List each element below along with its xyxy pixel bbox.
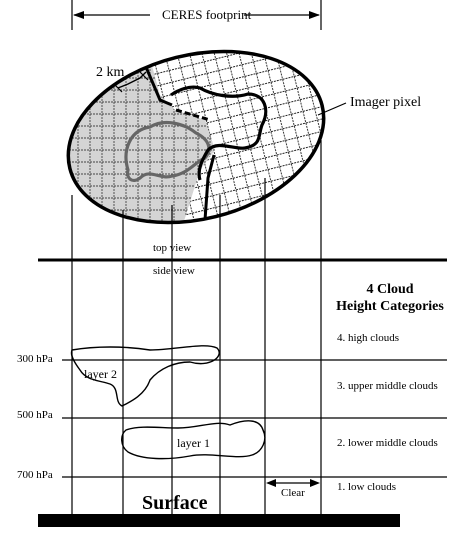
surface-label: Surface <box>142 492 208 514</box>
categories-title-line1: 4 Cloud <box>366 282 414 297</box>
layer-2-label: layer 2 <box>84 367 117 381</box>
scale-label: 2 km <box>96 65 125 80</box>
side-view-label: side view <box>153 265 195 277</box>
pressure-level-lines <box>62 359 447 478</box>
cloud-layer-1-shape <box>121 420 266 460</box>
ceres-footprint-ellipse <box>50 40 347 249</box>
pressure-700-label: 700 hPa <box>17 469 53 481</box>
footprint-arrow <box>71 0 322 30</box>
top-view-label: top view <box>153 242 192 254</box>
cloud-layer-2-shape <box>70 345 220 407</box>
pressure-500-label: 500 hPa <box>17 409 53 421</box>
layer-1-label: layer 1 <box>177 436 210 450</box>
category-low: 1. low clouds <box>337 481 396 493</box>
categories-title-line2: Height Categories <box>336 299 444 314</box>
category-lower-middle: 2. lower middle clouds <box>337 437 438 449</box>
clear-label: Clear <box>281 487 305 499</box>
imager-pixel-label: Imager pixel <box>350 95 422 110</box>
category-upper-middle: 3. upper middle clouds <box>337 380 438 392</box>
footprint-label: CERES footprint <box>162 7 252 22</box>
category-high: 4. high clouds <box>337 332 400 344</box>
clear-arrow <box>266 479 320 487</box>
pressure-300-label: 300 hPa <box>17 353 53 365</box>
surface-bar <box>38 514 400 527</box>
